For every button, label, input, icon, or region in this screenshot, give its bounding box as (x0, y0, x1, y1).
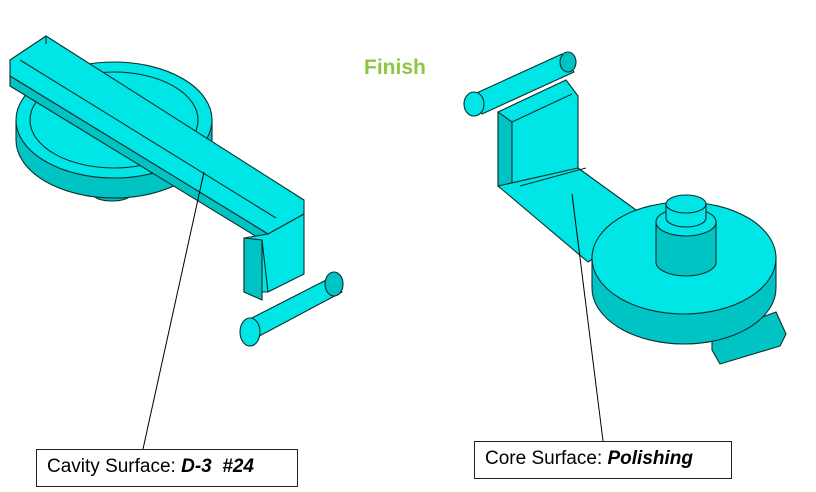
cavity-surface-label: Cavity Surface: (47, 456, 182, 477)
cavity-surface-callout: Cavity Surface: D-3 #24 (36, 449, 298, 487)
cavity-surface-value: D-3 #24 (181, 456, 254, 477)
core-side-part (463, 51, 787, 365)
cavity-side-part (9, 35, 344, 347)
diagram-title: Finish (364, 56, 426, 79)
core-surface-callout: Core Surface: Polishing (474, 441, 732, 479)
core-surface-value: Polishing (607, 448, 694, 469)
core-leader-line (571, 193, 604, 442)
core-surface-label: Core Surface: (485, 448, 608, 469)
cavity-leader-line (142, 171, 205, 450)
